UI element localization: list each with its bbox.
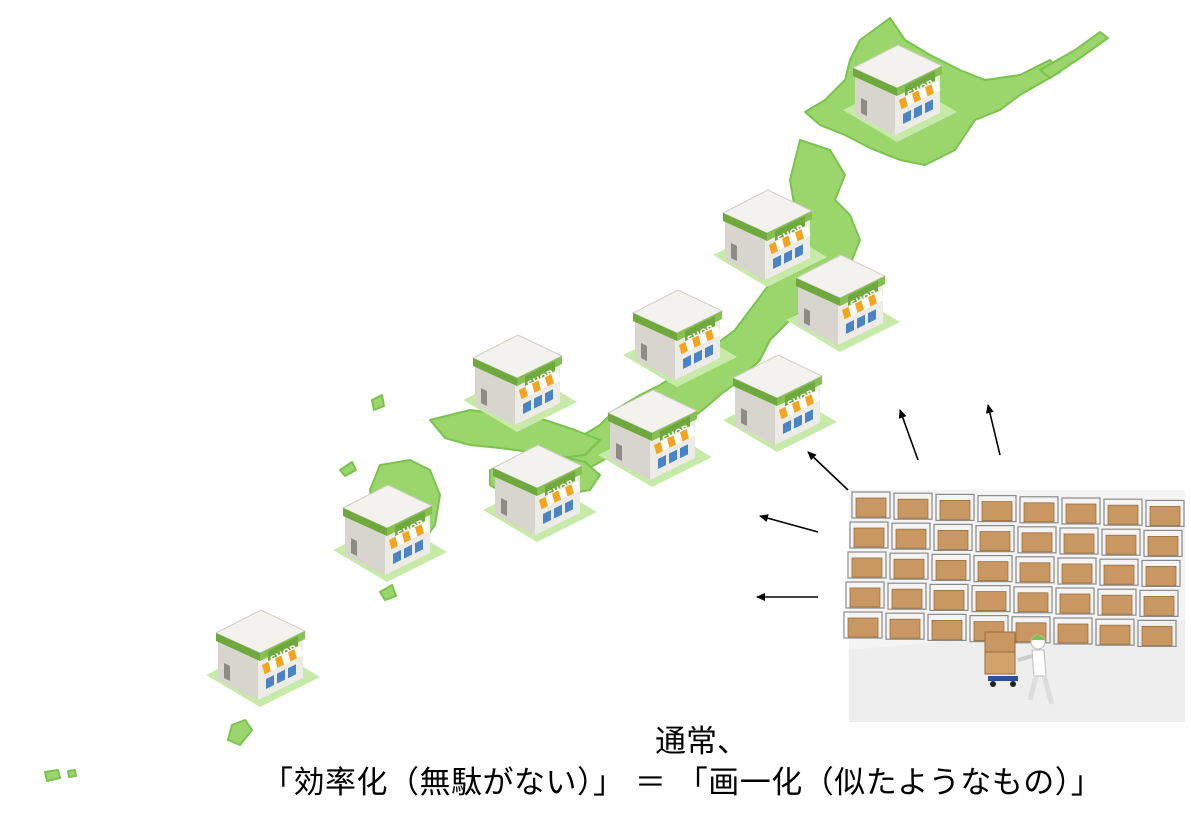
arrow-icon	[900, 410, 918, 460]
island-small-1	[340, 462, 356, 476]
island-sakishima-2	[68, 770, 76, 777]
island-small-3	[372, 395, 384, 410]
island-okinawa	[228, 720, 252, 745]
shop-icon: SHOP	[206, 610, 320, 707]
island-kuril	[1040, 32, 1108, 78]
arrow-icon	[760, 516, 818, 532]
island-small-2	[380, 585, 396, 600]
caption-line-2: 「効率化（無駄がない）」 ＝ 「画一化（似たようなもの）」	[262, 757, 1102, 802]
arrow-icon	[988, 405, 1000, 455]
warehouse-worker-icon	[844, 490, 1185, 722]
shops-layer: SHOPSHOPSHOPSHOPSHOPSHOPSHOPSHOPSHOPSHOP	[206, 45, 957, 707]
caption-line-1: 通常、	[655, 716, 748, 761]
arrow-icon	[808, 452, 848, 490]
island-sakishima-1	[45, 770, 60, 781]
